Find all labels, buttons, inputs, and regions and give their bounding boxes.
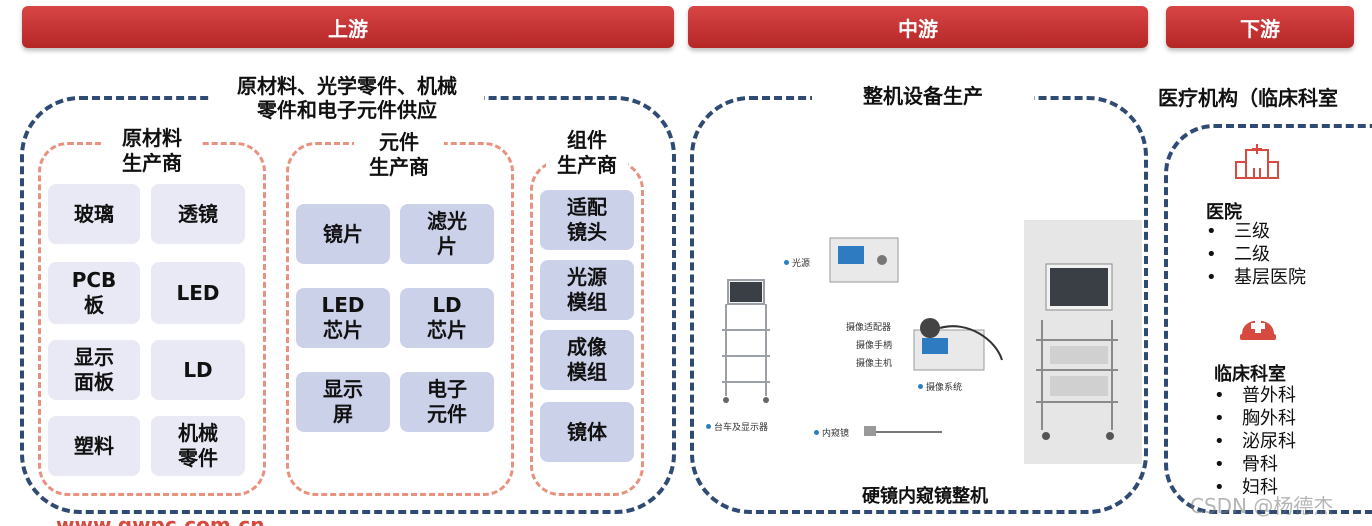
- component-item: LD 芯片: [400, 288, 494, 348]
- list-item: 妇科: [1214, 476, 1296, 499]
- midstream-title: 整机设备生产: [812, 84, 1034, 112]
- downstream-title: 医疗机构（临床科室: [1158, 86, 1372, 114]
- list-item: 胸外科: [1214, 407, 1296, 430]
- header-midstream: 中游: [688, 6, 1148, 48]
- component-item: LED 芯片: [296, 288, 390, 348]
- csdn-watermark: CSDN @杨德杰: [1190, 494, 1334, 518]
- label-endoscope: 内窥镜: [814, 426, 849, 439]
- assemblies-title: 组件 生产商: [546, 128, 628, 180]
- raw-material-item: 玻璃: [48, 184, 140, 244]
- list-item: 普外科: [1214, 384, 1296, 407]
- department-list: 普外科 胸外科 泌尿科 骨科 妇科: [1214, 384, 1296, 499]
- list-item: 泌尿科: [1214, 430, 1296, 453]
- bullet-dot-icon: [784, 260, 789, 265]
- label-camera-adapter: 摄像适配器: [846, 323, 892, 333]
- raw-material-item: LED: [151, 262, 245, 324]
- label-cart-display-text: 台车及显示器: [714, 423, 769, 433]
- raw-material-item: 显示 面板: [48, 340, 140, 400]
- hospital-building-icon: [1232, 142, 1282, 180]
- bullet-dot-icon: [918, 384, 923, 389]
- hospital-level-list: 三级 二级 基层医院: [1206, 220, 1306, 289]
- raw-material-item: 机械 零件: [151, 416, 245, 476]
- header-downstream: 下游: [1166, 6, 1354, 48]
- assembly-item: 适配 镜头: [540, 190, 634, 250]
- label-camera-host: 摄像主机: [856, 359, 893, 369]
- assembly-item: 光源 模组: [540, 260, 634, 320]
- assembly-item: 镜体: [540, 402, 634, 462]
- component-item: 电子 元件: [400, 372, 494, 432]
- upstream-title-line1: 原材料、光学零件、机械: [237, 74, 457, 98]
- midstream-caption: 硬镜内窥镜整机: [820, 482, 1030, 508]
- components-title: 元件 生产商: [354, 130, 444, 182]
- assembly-item: 成像 模组: [540, 330, 634, 390]
- label-light-source-text: 光源: [792, 259, 811, 269]
- list-item: 二级: [1206, 243, 1306, 266]
- upstream-title: 原材料、光学零件、机械 零件和电子元件供应: [210, 74, 484, 126]
- component-item: 滤光 片: [400, 204, 494, 264]
- label-cart-display: 台车及显示器: [706, 420, 768, 433]
- header-upstream: 上游: [22, 6, 674, 48]
- raw-material-item: 塑料: [48, 416, 140, 476]
- list-item: 三级: [1206, 220, 1306, 243]
- endoscope-system-svg: [722, 220, 1142, 464]
- raw-material-item: 透镜: [151, 184, 245, 244]
- raw-material-item: LD: [151, 340, 245, 400]
- component-item: 镜片: [296, 204, 390, 264]
- label-light-source: 光源: [784, 256, 810, 269]
- label-camera-system-text: 摄像系统: [926, 383, 963, 393]
- nurse-cap-icon: [1236, 306, 1280, 342]
- component-item: 显示 屏: [296, 372, 390, 432]
- label-endoscope-text: 内窥镜: [822, 429, 850, 439]
- bullet-dot-icon: [706, 424, 711, 429]
- label-camera-system: 摄像系统: [918, 380, 962, 393]
- list-item: 骨科: [1214, 453, 1296, 476]
- list-item: 基层医院: [1206, 266, 1306, 289]
- downstream-frame: [1164, 124, 1372, 514]
- raw-materials-title: 原材料 生产商: [104, 126, 200, 178]
- endoscope-system-illustration: 光源 摄像适配器 摄像手柄 摄像主机 摄像系统 台车及显示器 内窥镜: [706, 220, 1142, 464]
- url-fragment: www.qwpc.com.cn: [56, 514, 265, 526]
- hospital-title: 医院: [1206, 202, 1242, 223]
- raw-material-item: PCB 板: [48, 262, 140, 324]
- label-camera-handle: 摄像手柄: [856, 341, 893, 351]
- bullet-dot-icon: [814, 430, 819, 435]
- upstream-title-line2: 零件和电子元件供应: [257, 98, 437, 122]
- dept-title: 临床科室: [1214, 364, 1286, 385]
